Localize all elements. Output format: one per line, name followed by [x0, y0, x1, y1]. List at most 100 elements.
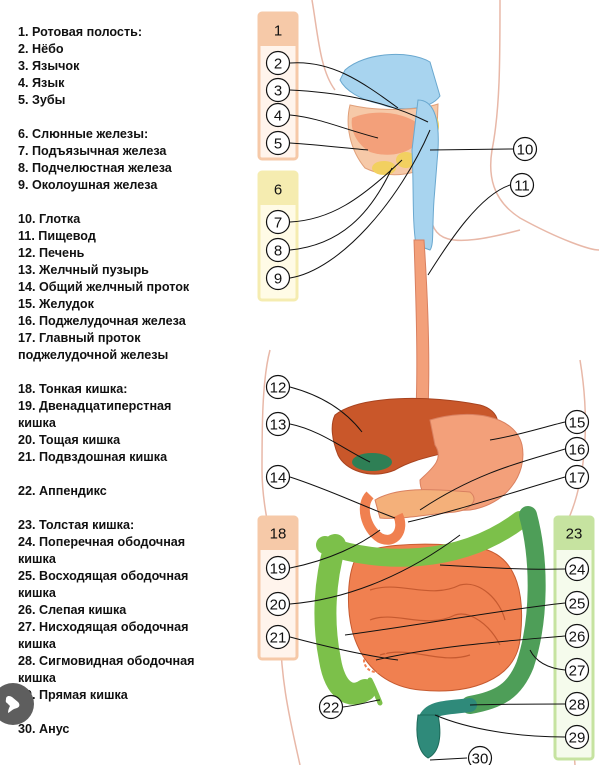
callout-number: 4 [274, 108, 282, 125]
legend-item: 6. Слюнные железы: [18, 127, 149, 141]
callout-number: 22 [323, 700, 340, 717]
pin-icon[interactable] [0, 683, 34, 725]
callouts: 1234567891011121314151617181920212223242… [265, 23, 590, 765]
callout-number: 13 [270, 417, 287, 434]
callout-9: 9 [265, 265, 291, 291]
callout-30: 30 [467, 745, 493, 765]
legend-item: 18. Тонкая кишка: [18, 382, 128, 396]
callout-circle [467, 745, 493, 765]
legend-item: кишка [18, 637, 56, 651]
callout-10: 10 [512, 136, 538, 162]
callout-circle [564, 436, 590, 462]
legend-item: 11. Пищевод [18, 229, 96, 243]
callout-17: 17 [564, 464, 590, 490]
callout-number: 2 [274, 56, 282, 73]
callout-number: 17 [569, 470, 586, 487]
callout-circle [564, 657, 590, 683]
callout-1: 1 [274, 23, 282, 40]
legend-item: 23. Толстая кишка: [18, 518, 135, 532]
callout-number: 16 [569, 442, 586, 459]
callout-19: 19 [265, 555, 291, 581]
legend-item: кишка [18, 416, 56, 430]
callout-circle [265, 130, 291, 156]
callout-29: 29 [564, 724, 590, 750]
legend-item: 28. Сигмовидная ободочная [18, 654, 195, 668]
callout-circle [509, 172, 535, 198]
callout-28: 28 [564, 691, 590, 717]
callout-circle [265, 591, 291, 617]
callout-circle [265, 464, 291, 490]
legend-item: 17. Главный проток [18, 331, 141, 345]
legend-item: 16. Поджелудочная железа [18, 314, 186, 328]
callout-3: 3 [265, 77, 291, 103]
callout-8: 8 [265, 237, 291, 263]
callout-number: 6 [274, 182, 282, 199]
legend-item: 1. Ротовая полость: [18, 25, 143, 39]
callout-circle [318, 694, 344, 720]
transverse-colon-shape [316, 511, 529, 567]
callout-27: 27 [564, 657, 590, 683]
callout-7: 7 [265, 209, 291, 235]
callout-number: 3 [274, 83, 282, 100]
callout-number: 9 [274, 271, 282, 288]
callout-24: 24 [564, 556, 590, 582]
legend-item: 4. Язык [18, 76, 65, 90]
ascending-colon-shape [314, 534, 376, 705]
callout-number: 20 [270, 597, 287, 614]
callout-16: 16 [564, 436, 590, 462]
callout-number: 30 [472, 751, 489, 765]
callout-20: 20 [265, 591, 291, 617]
legend-item: 22. Аппендикс [18, 484, 107, 498]
callout-circle [564, 623, 590, 649]
tongue-shape [351, 112, 425, 155]
legend-item: 26. Слепая кишка [18, 603, 127, 617]
callout-circle [265, 77, 291, 103]
legend-item: 30. Анус [18, 722, 70, 736]
legend-item: 14. Общий желчный проток [18, 280, 190, 294]
callout-circle [265, 374, 291, 400]
callout-number: 19 [270, 561, 287, 578]
palate-shape [339, 53, 441, 110]
callout-number: 8 [274, 243, 282, 260]
callout-number: 28 [569, 697, 586, 714]
callout-number: 12 [270, 380, 287, 397]
callout-number: 18 [270, 526, 287, 543]
callout-number: 5 [274, 136, 282, 153]
callout-number: 21 [270, 630, 287, 647]
legend-item: 12. Печень [18, 246, 85, 260]
callout-circle [265, 209, 291, 235]
callout-circle [512, 136, 538, 162]
esophagus-shape [413, 239, 430, 411]
callout-number: 7 [274, 215, 282, 232]
callout-circle [265, 411, 291, 437]
callout-11: 11 [509, 172, 535, 198]
legend-item: 10. Глотка [18, 212, 81, 226]
legend-item: 8. Подчелюстная железа [18, 161, 172, 175]
gland-shape [372, 161, 396, 175]
legend-item: поджелудочной железы [18, 348, 169, 362]
callout-6: 6 [274, 182, 282, 199]
callout-circle [265, 265, 291, 291]
callout-circle [265, 102, 291, 128]
legend-item: 21. Подвздошная кишка [18, 450, 168, 464]
pin-glyph [5, 695, 20, 713]
legend-item: 24. Поперечная ободочная [18, 535, 186, 549]
callout-26: 26 [564, 623, 590, 649]
small-intestine-shape [347, 543, 523, 692]
callout-circle [265, 237, 291, 263]
leader-lines [289, 62, 566, 761]
cecum-shape [363, 647, 389, 673]
legend-item: 2. Нёбо [18, 42, 64, 56]
legend-item: 27. Нисходящая ободочная [18, 620, 189, 634]
callout-number: 14 [270, 470, 287, 487]
callout-14: 14 [265, 464, 291, 490]
descending-colon-shape [461, 506, 546, 714]
callout-22: 22 [318, 694, 344, 720]
pancreas-shape [374, 489, 475, 519]
callout-circle [564, 691, 590, 717]
legend-item: 3. Язычок [18, 59, 80, 73]
callout-circle [564, 409, 590, 435]
legend-item: 25. Восходящая ободочная [18, 569, 189, 583]
legend-item: 5. Зубы [18, 93, 66, 107]
